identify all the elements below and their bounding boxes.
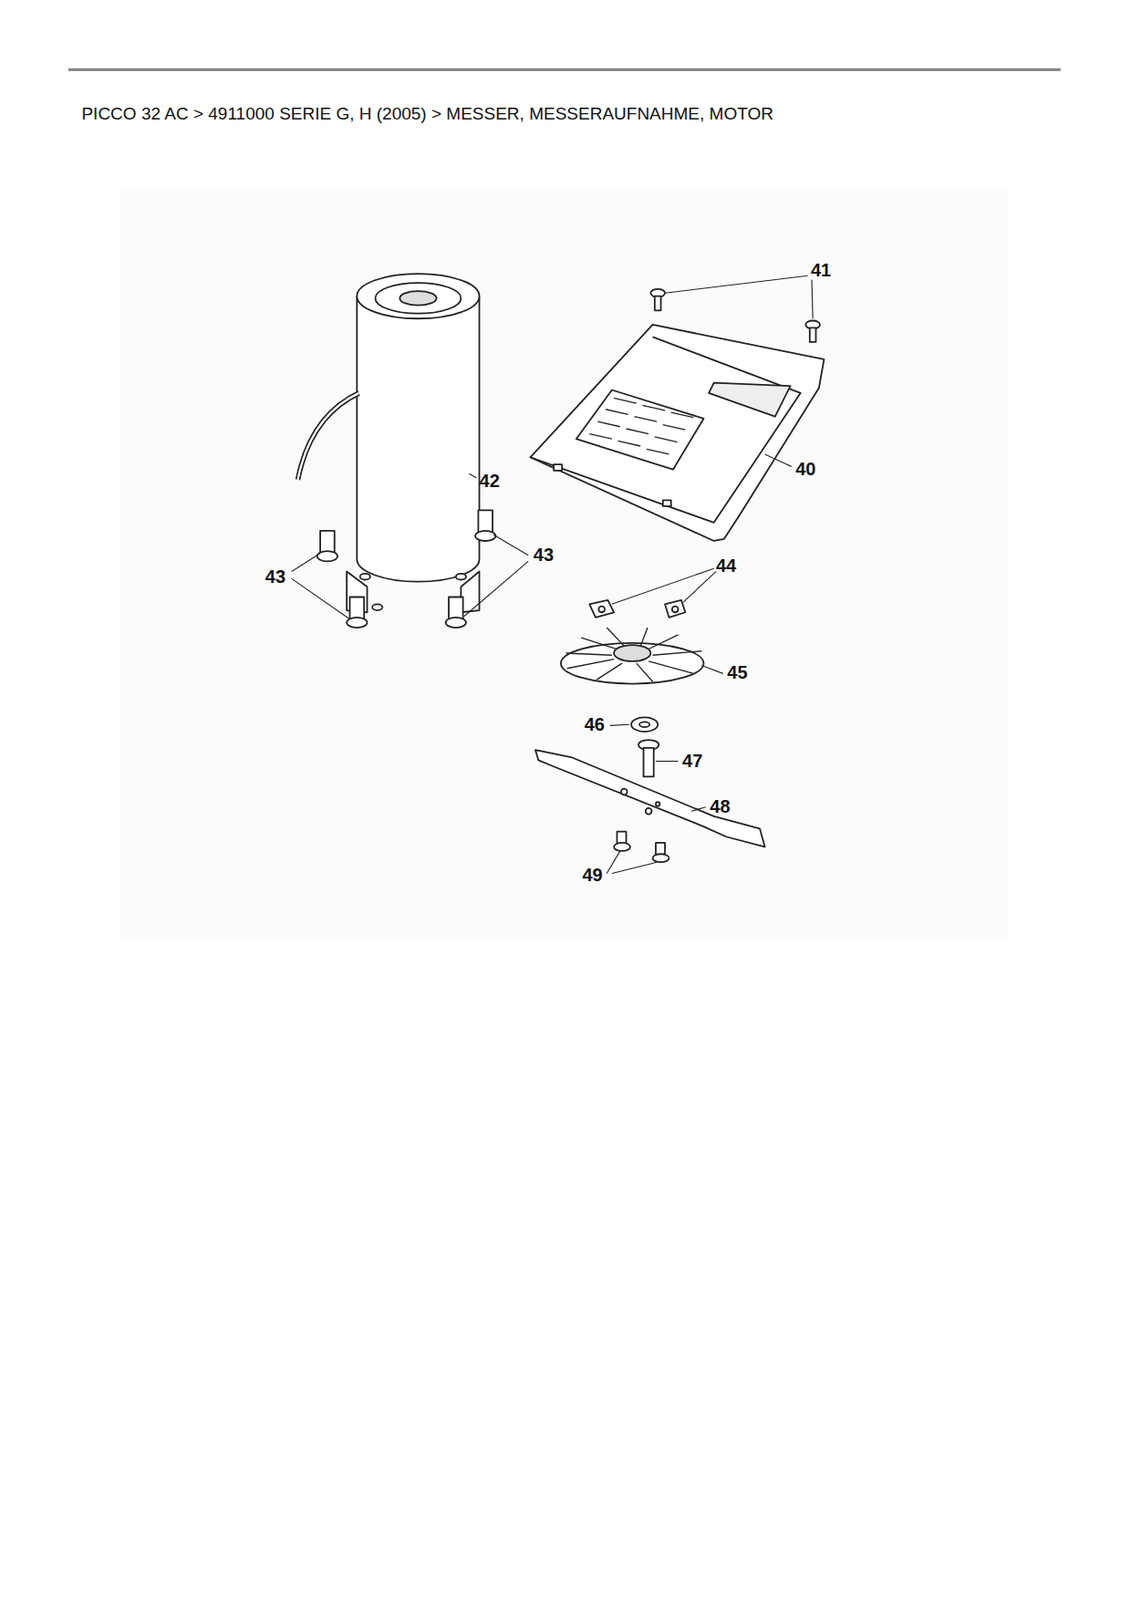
callout-number: 45 xyxy=(726,662,748,684)
callout-number: 43 xyxy=(533,544,554,566)
motor xyxy=(297,273,479,613)
callout-number: 47 xyxy=(682,750,703,772)
leader-lines xyxy=(291,275,813,873)
callout-number: 49 xyxy=(582,864,603,886)
cover xyxy=(529,324,824,541)
callout-number: 46 xyxy=(584,714,605,736)
bolt xyxy=(638,739,659,777)
washer xyxy=(631,716,658,732)
callout-number: 41 xyxy=(810,259,831,281)
page-title: PICCO 32 AC > 4911000 SERIE G, H (2005) … xyxy=(81,103,774,125)
blade xyxy=(535,749,766,847)
callout-number: 43 xyxy=(265,566,286,588)
callout-number: 40 xyxy=(795,458,816,480)
fan xyxy=(560,627,705,684)
top-rule xyxy=(68,68,1061,72)
screws xyxy=(650,289,820,343)
nuts xyxy=(589,600,685,618)
illustration-ground xyxy=(120,186,1008,941)
screws xyxy=(317,509,497,628)
bolts xyxy=(613,831,669,863)
callout-number: 42 xyxy=(479,470,500,492)
callout-number: 48 xyxy=(709,796,730,818)
callout-number: 44 xyxy=(715,555,737,577)
